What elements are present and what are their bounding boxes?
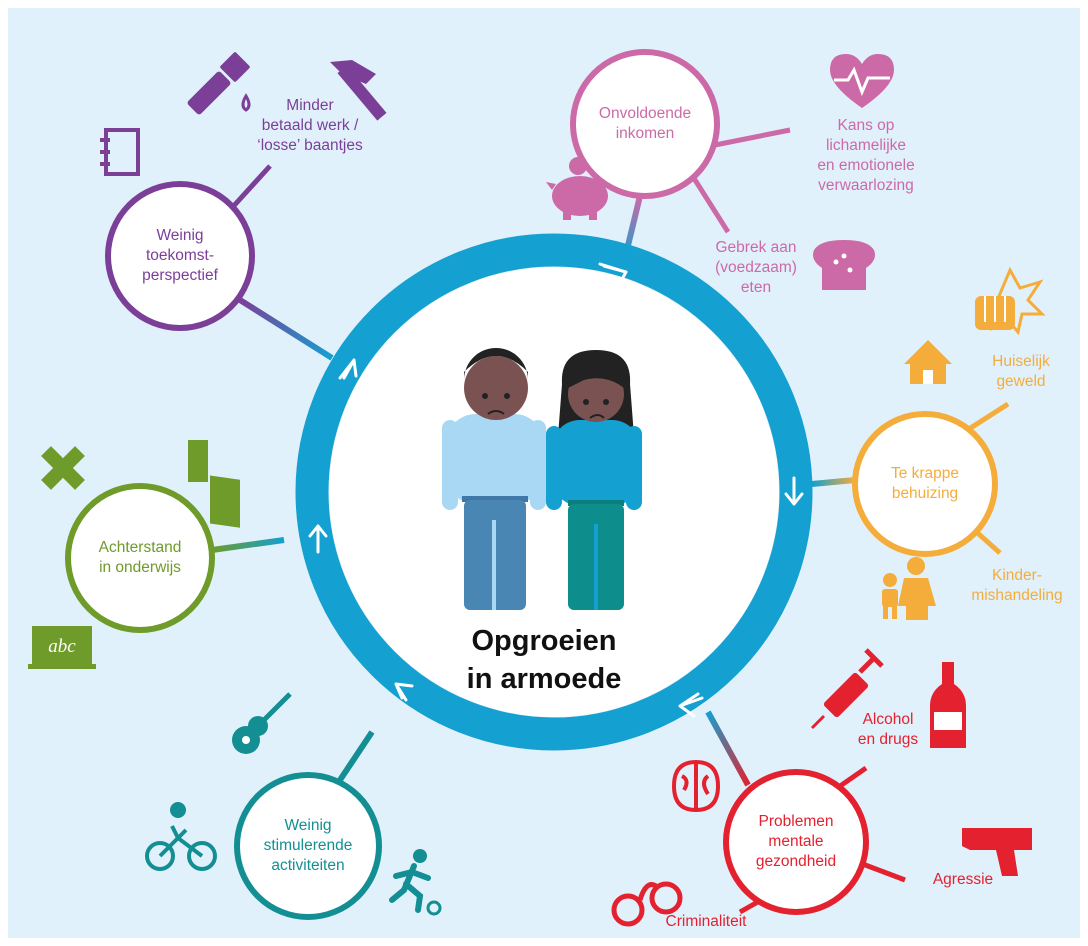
center-title: Opgroeien in armoede [466,625,622,695]
arrow-2 [784,476,804,506]
woman-figure [546,350,642,610]
chalkboard-icon: abc [28,626,96,669]
man-figure [442,348,546,610]
heart-pulse-icon [830,54,894,108]
arrow-1 [598,262,628,292]
node-inkomen [570,49,720,199]
handcuffs-icon [611,881,683,927]
node-perspectief [105,181,255,331]
label-agressie: Agressie [932,871,994,888]
label-verwaarlozing: Kans op lichamelijke en emotionele verwa… [817,117,915,194]
arrow-5 [308,524,328,554]
parent-child-icon [882,557,936,620]
runner-icon [389,849,442,916]
guitar-icon [232,692,292,754]
node-label-inkomen: Onvoldoende inkomen [598,105,692,142]
house-icon [904,340,952,384]
svg-text:abc: abc [48,636,76,657]
ruler-pencil-icon [41,446,85,490]
arrow-6 [338,358,358,380]
hammer-icon [330,60,387,121]
connector-behuizing [811,477,856,487]
node-behuizing [852,411,998,557]
node-label-mentaal: Problemen mentale gezondheid [755,813,837,870]
fist-icon [975,266,1046,336]
arrow-3 [678,692,704,718]
node-label-perspectief: Weinig toekomst- perspectief [142,227,218,284]
node-onderwijs [65,483,215,633]
syringe-icon [810,648,884,730]
arrow-4 [394,682,414,702]
node-mentaal [723,769,869,915]
bottle-icon [930,662,966,748]
connector-perspectief [238,297,334,361]
label-eten: Gebrek aan (voedzaam) eten [715,239,797,296]
piggy-bank-icon [546,157,608,220]
cycle-arrows [308,262,804,718]
connector-activiteiten [337,730,375,782]
bread-icon [813,240,875,290]
node-circles [65,49,998,920]
node-label-behuizing: Te krappe behuizing [890,465,960,502]
label-drugs: Alcohol en drugs [857,711,919,748]
connector-onderwijs [211,537,285,553]
label-criminaliteit: Criminaliteit [665,913,747,930]
brain-icon [671,759,721,813]
books-icon [188,440,240,528]
label-mishandeling: Kinder- mishandeling [971,567,1063,604]
cyclist-icon [145,802,217,871]
node-label-onderwijs: Achterstand in onderwijs [98,539,182,576]
label-geweld: Huiselijk geweld [992,353,1050,390]
connector-mentaal [705,710,751,787]
paint-brush-icon [187,52,251,115]
node-label-activiteiten: Weinig stimulerende activiteiten [263,817,353,874]
cycle-ring [295,233,813,751]
gun-icon [962,828,1032,876]
notebook-icon [100,128,140,176]
label-werk: Minder betaald werk / ‘losse’ baantjes [257,97,363,154]
node-activiteiten [234,772,382,920]
